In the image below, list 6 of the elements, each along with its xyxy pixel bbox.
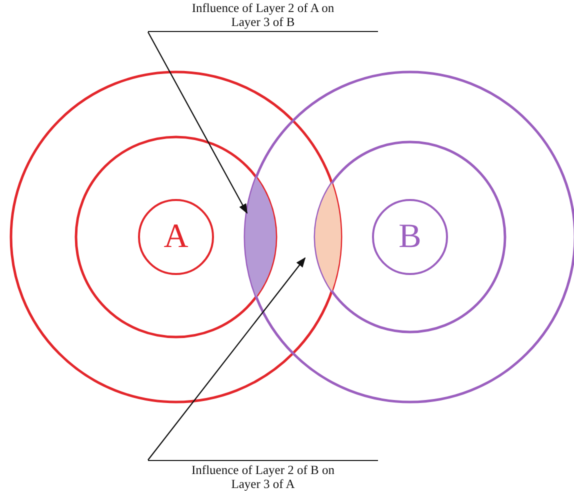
annotation-text: Influence of Layer 2 of A on Layer 3 of B xyxy=(148,1,378,32)
overlap-region xyxy=(245,177,276,297)
annotation-text: Influence of Layer 2 of B on Layer 3 of A xyxy=(148,460,378,491)
overlap-region xyxy=(315,182,342,292)
leader-line xyxy=(148,257,306,460)
leader-line xyxy=(147,32,248,214)
